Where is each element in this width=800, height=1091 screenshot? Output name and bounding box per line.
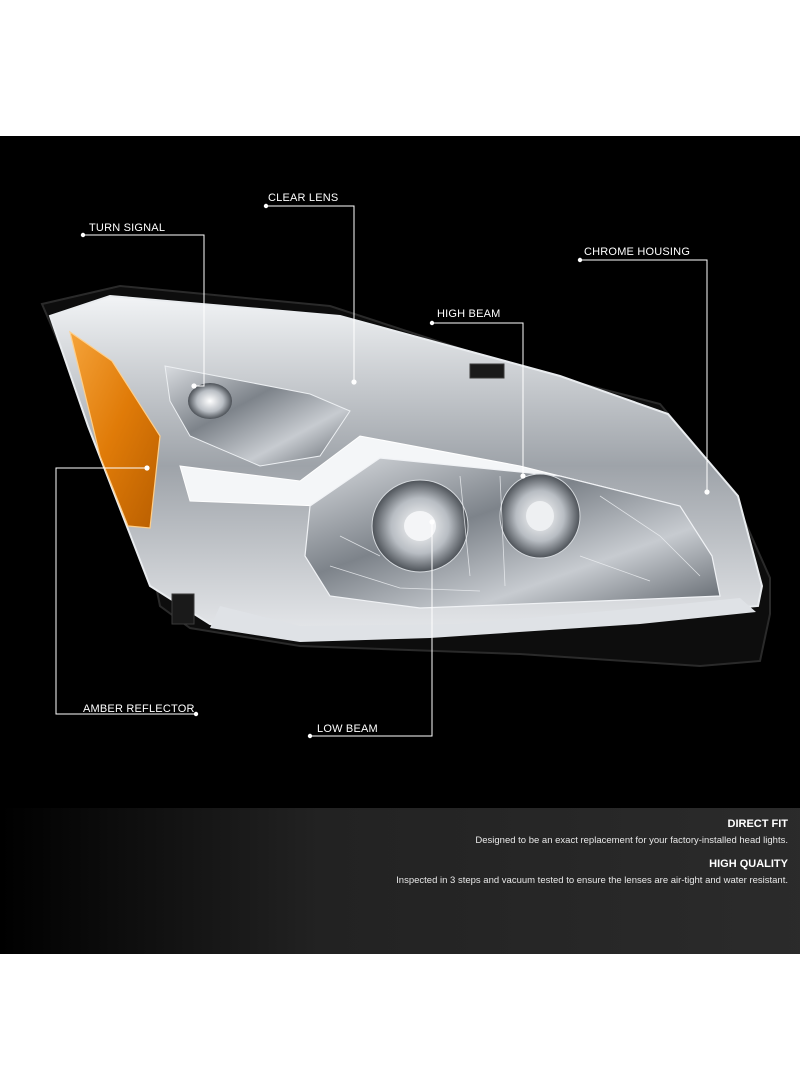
callout-amber-reflector: AMBER REFLECTOR bbox=[83, 703, 195, 715]
amber-reflector-shape bbox=[69, 330, 161, 529]
callout-turn-signal: TURN SIGNAL bbox=[89, 222, 166, 234]
feature-panel: DIRECT FIT Designed to be an exact repla… bbox=[0, 808, 800, 954]
callout-lines bbox=[55, 205, 708, 737]
callout-high-beam: HIGH BEAM bbox=[437, 308, 501, 320]
callout-chrome-housing: CHROME HOUSING bbox=[584, 246, 691, 258]
callout-clear-lens: CLEAR LENS bbox=[268, 192, 339, 204]
product-image: TURN SIGNAL CLEAR LENS CHROME HOUSING HI… bbox=[0, 136, 800, 954]
headlight-illustration bbox=[40, 203, 771, 739]
feature-title-high-quality: HIGH QUALITY bbox=[709, 858, 788, 870]
feature-title-direct-fit: DIRECT FIT bbox=[727, 818, 789, 830]
lower-trim bbox=[210, 598, 756, 642]
feature-desc-direct-fit: Designed to be an exact replacement for … bbox=[475, 835, 788, 846]
callout-low-beam: LOW BEAM bbox=[317, 723, 378, 735]
feature-desc-high-quality: Inspected in 3 steps and vacuum tested t… bbox=[396, 875, 788, 886]
